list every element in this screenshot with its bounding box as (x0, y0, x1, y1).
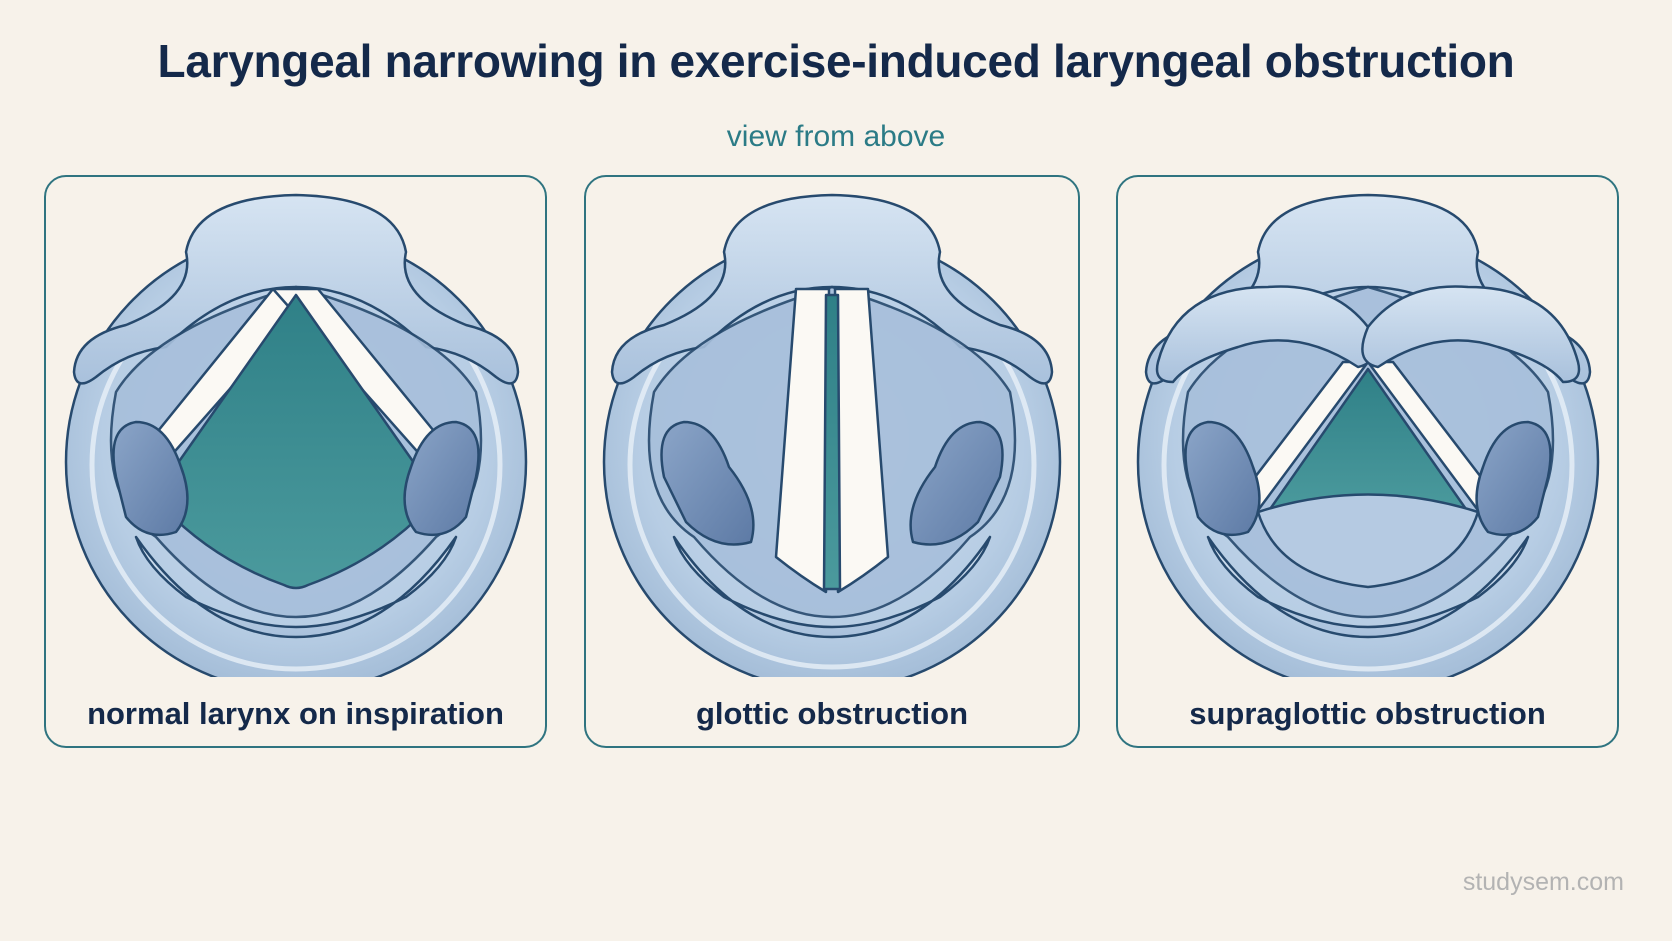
page-subtitle: view from above (726, 120, 946, 153)
glottic-obstruction-illustration (602, 193, 1062, 677)
glottic-airway-open (152, 293, 440, 590)
glottic-airway-narrowed (822, 293, 842, 591)
epiglottis (72, 193, 520, 385)
page-title: Laryngeal narrowing in exercise-induced … (157, 35, 1515, 87)
left-arytenoid (660, 420, 755, 546)
panel-label-supraglottic: supraglottic obstruction (1189, 696, 1546, 731)
left-arytenoid (112, 420, 189, 537)
left-aryepiglottic-fold (1155, 285, 1375, 384)
panel-glottic-obstruction: glottic obstruction (584, 175, 1080, 748)
supraglottic-obstruction-illustration (1136, 193, 1600, 677)
panel-normal-larynx: normal larynx on inspiration (44, 175, 547, 748)
right-vocal-fold (833, 287, 890, 594)
panel-supraglottic-obstruction: supraglottic obstruction (1116, 175, 1619, 748)
right-arytenoid (909, 420, 1004, 546)
epiglottis (610, 193, 1054, 385)
right-arytenoid (1475, 420, 1552, 537)
watermark: studysem.com (1462, 868, 1624, 896)
panel-label-glottic: glottic obstruction (695, 696, 969, 731)
left-arytenoid (1184, 420, 1261, 537)
right-aryepiglottic-fold (1361, 285, 1581, 384)
left-vocal-fold (774, 287, 831, 594)
prolapsed-arytenoid-mucosa (1256, 493, 1480, 589)
panel-label-normal: normal larynx on inspiration (87, 696, 504, 731)
normal-larynx-illustration (64, 193, 528, 677)
right-arytenoid (403, 420, 480, 537)
